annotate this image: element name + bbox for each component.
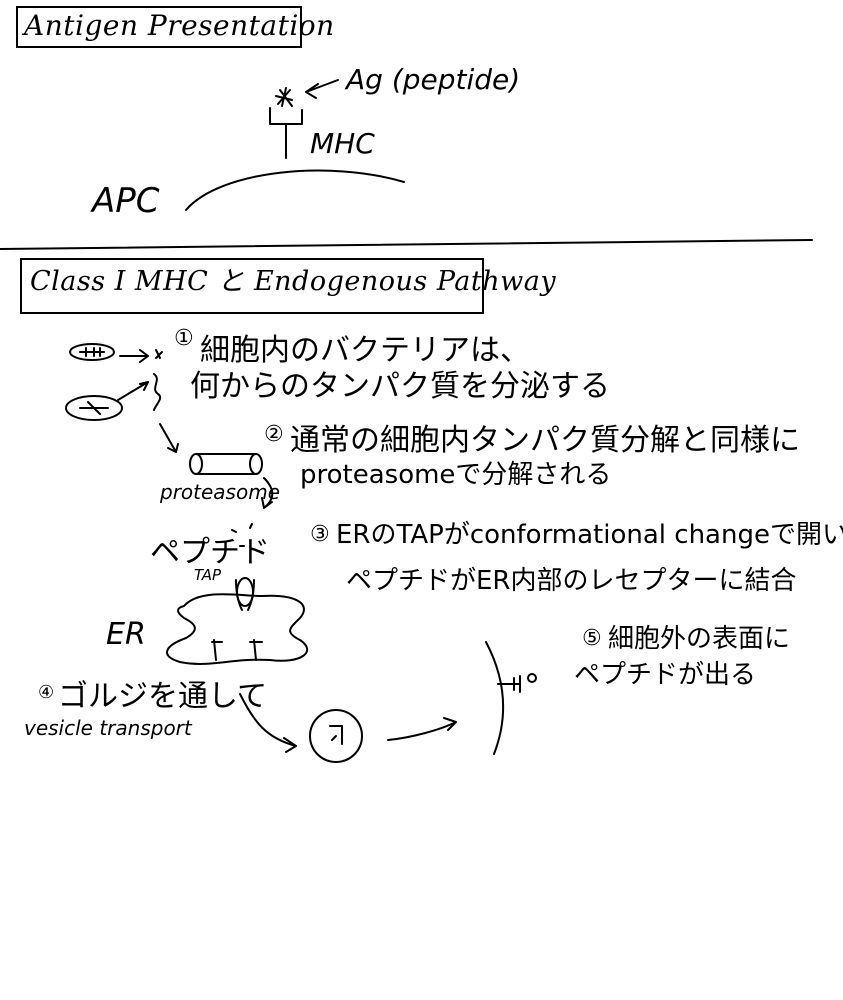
er-receptor (211, 639, 263, 661)
tap-channel (235, 577, 255, 611)
step-text: 何からのタンパク質を分泌する (190, 369, 610, 404)
secreted-protein (153, 373, 162, 411)
section-title-box (20, 258, 484, 314)
section-title: Antigen Presentation (24, 9, 335, 42)
peptide-dots (231, 523, 253, 547)
section-title-box (16, 6, 302, 48)
secreted-protein (155, 349, 163, 359)
mhc-label: MHC (310, 127, 375, 160)
step-text: proteasomeで分解される (300, 460, 612, 490)
peptide-label: ペプチド (150, 535, 270, 570)
step-text: 細胞外の表面に (608, 624, 791, 654)
step-text: ペプチドが出る (574, 660, 757, 690)
secrete-arrow (119, 349, 149, 363)
antigen-star-icon (275, 87, 293, 107)
antigen-label: Ag (peptide) (346, 63, 521, 96)
step-number: ③ (310, 522, 330, 547)
step-number: ② (264, 422, 284, 447)
proteasome-label: proteasome (160, 480, 280, 504)
to-surface-arrow (387, 717, 457, 741)
step-number: ④ (38, 682, 55, 703)
bacteria-icon (69, 343, 115, 361)
step-text: vesicle transport (24, 716, 192, 740)
er-body (166, 593, 308, 665)
mhc-receptor (269, 107, 303, 159)
step-text: 通常の細胞内タンパク質分解と同様に (290, 423, 800, 458)
step-text: 細胞内のバクテリアは、 (200, 333, 530, 368)
step-number: ⑤ (582, 626, 602, 651)
vesicle (309, 709, 363, 763)
step-number: ① (174, 326, 194, 351)
bacteria-icon (65, 395, 123, 421)
surface-mhc (497, 675, 521, 693)
step-text: ペプチドがER内部のレセプターに結合 (346, 566, 797, 596)
tap-label: TAP (194, 566, 222, 584)
proteasome-shape (189, 453, 263, 475)
cell-membrane (485, 641, 504, 755)
apc-membrane (185, 169, 405, 211)
step-text: ERのTAPがconformational changeで開いて (336, 520, 843, 550)
to-peptide-arrow (261, 477, 274, 509)
vesicle-arrow (239, 693, 297, 753)
section-title: Class I MHC と Endogenous Pathway (30, 266, 557, 297)
er-label: ER (106, 617, 146, 652)
surface-peptide (527, 673, 537, 683)
secrete-arrow (117, 381, 149, 401)
apc-label: APC (92, 181, 160, 221)
antigen-arrow (305, 79, 339, 99)
step-text: ゴルジを通して (58, 679, 268, 714)
to-proteasome-arrow (159, 423, 179, 453)
section-divider (0, 239, 813, 250)
